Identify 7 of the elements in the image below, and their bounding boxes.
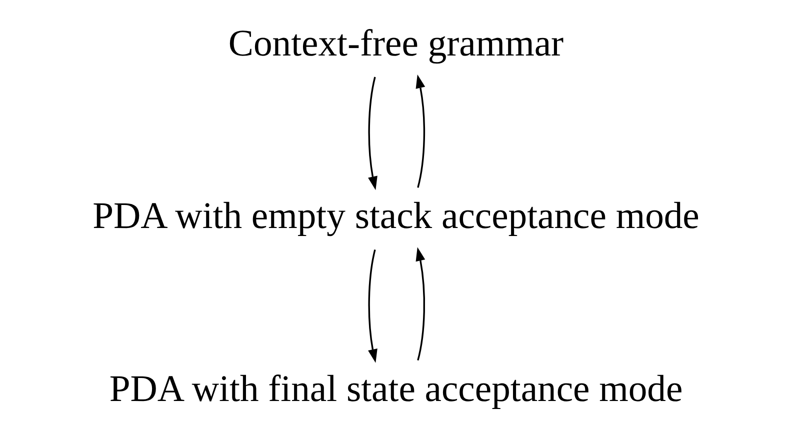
node-text: Context-free grammar xyxy=(228,22,564,64)
arrow xyxy=(368,250,377,363)
arrow xyxy=(415,74,425,188)
arrow xyxy=(415,247,425,361)
arrow xyxy=(368,76,377,190)
node-text: PDA with empty stack acceptance mode xyxy=(92,195,699,238)
node-text: PDA with final state acceptance mode xyxy=(108,368,682,410)
